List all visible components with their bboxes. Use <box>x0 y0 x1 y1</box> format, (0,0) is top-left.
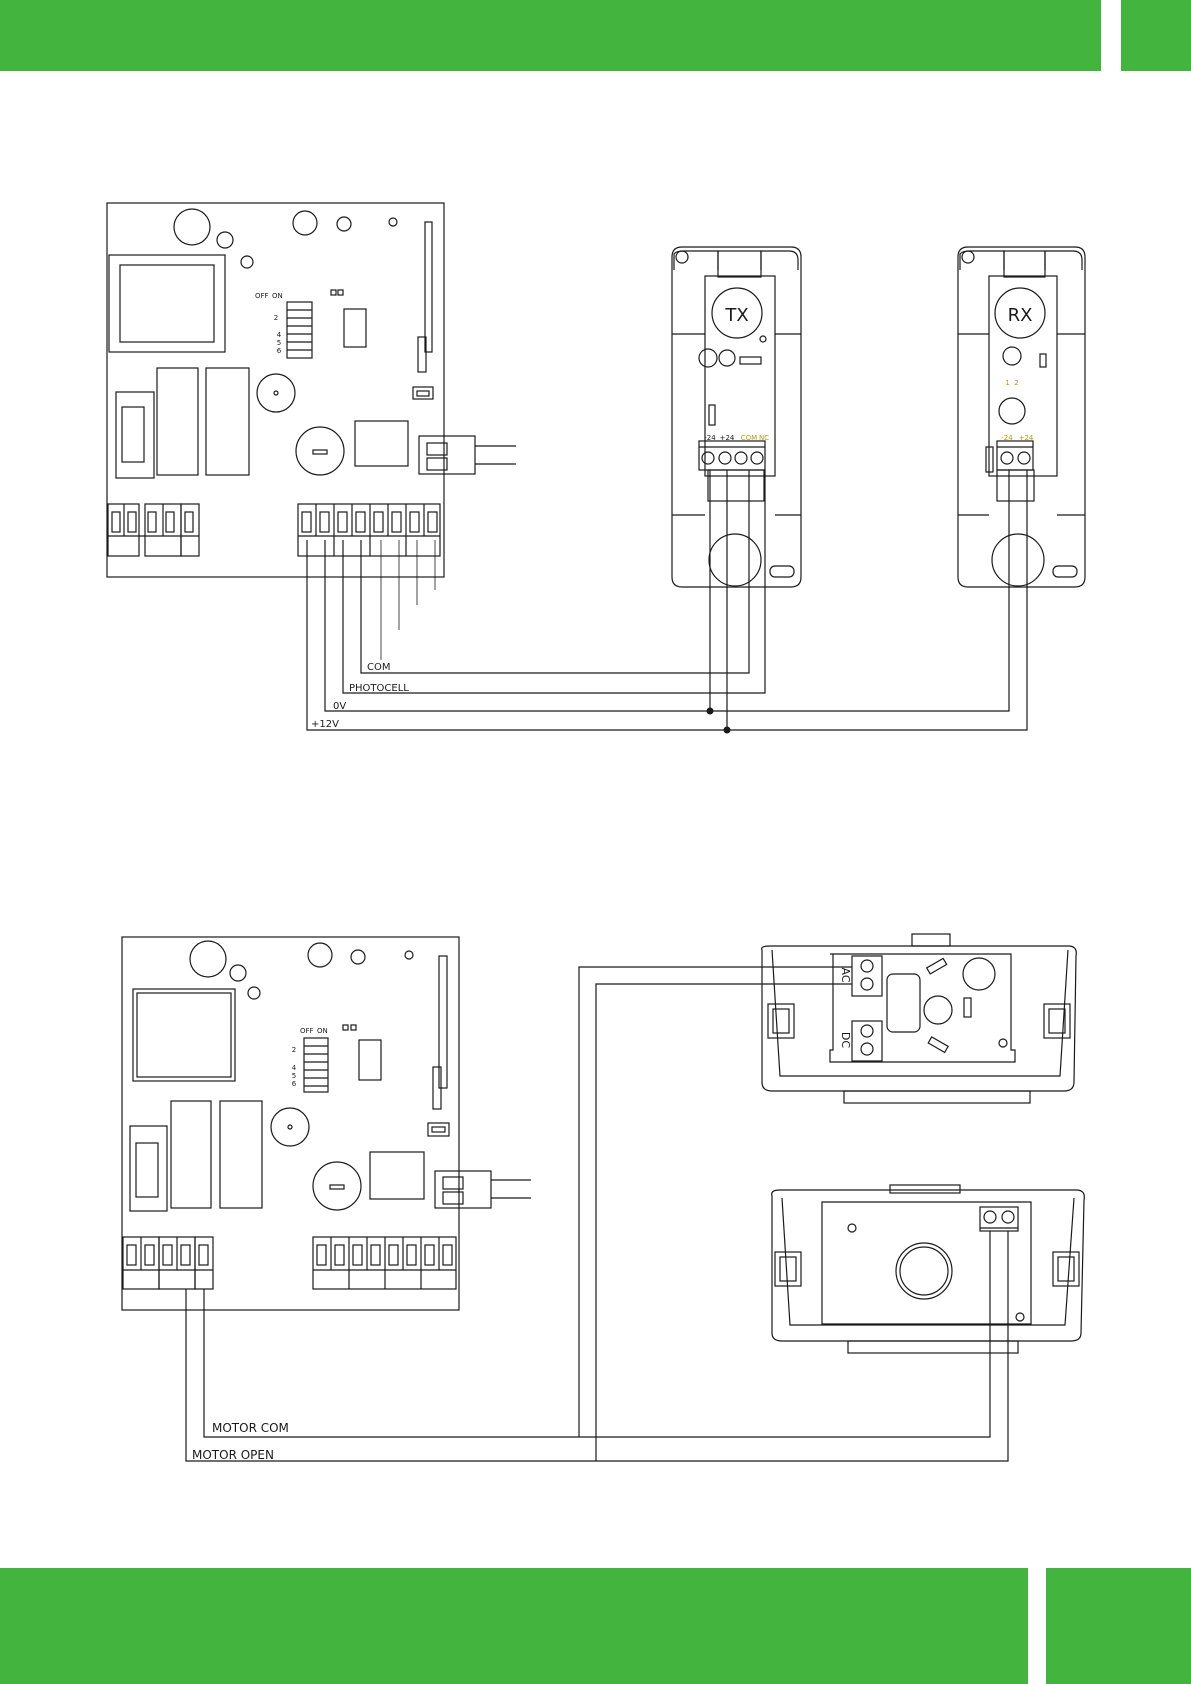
tx-terminal-label: COM <box>741 434 757 442</box>
rx-jumper-label: 1 2 <box>1005 379 1018 387</box>
junction-dot <box>707 708 714 715</box>
dip-on-label: ON <box>317 1027 328 1035</box>
motor-open-label: MOTOR OPEN <box>192 1448 274 1462</box>
dip-number: 2 <box>292 1046 296 1054</box>
motor-com-label: MOTOR COM <box>212 1421 289 1435</box>
dip-number: 4 <box>277 331 282 339</box>
dip-off-label: OFF <box>255 292 269 300</box>
tx-terminal-label: +24 <box>720 434 735 442</box>
dip-number: 5 <box>292 1072 296 1080</box>
tx-label: TX <box>724 305 748 326</box>
ac-label: AC <box>839 967 852 982</box>
dip-number: 6 <box>292 1080 297 1088</box>
lock-labels: AC DC <box>839 967 852 1048</box>
dip-off-label: OFF <box>300 1027 314 1035</box>
dip-number: 2 <box>274 314 278 322</box>
photocell-wiring <box>307 470 1027 730</box>
wire-motor-open <box>186 1231 1008 1461</box>
photocell-wire-labels: COM PHOTOCELL 0V +12V <box>311 662 409 730</box>
motor-wiring <box>186 967 1008 1461</box>
rx-label: RX <box>1008 305 1033 326</box>
wire-lock-ac-1 <box>579 967 852 1437</box>
wire-motor-com <box>204 1231 990 1437</box>
tx-terminal-label: NC <box>759 434 769 442</box>
dip-number: 4 <box>292 1064 297 1072</box>
tx-terminal-label: -24 <box>704 434 716 442</box>
rx-terminal-label: +24 <box>1019 434 1034 442</box>
wire-com <box>361 470 749 673</box>
dip-switch-labels-1: OFF ON 2 4 5 6 <box>255 292 283 355</box>
wire-plus12v <box>307 470 1027 730</box>
rx-labels: RX 1 2 -24 +24 <box>1001 305 1034 442</box>
rx-terminal-label: -24 <box>1001 434 1013 442</box>
dip-on-label: ON <box>272 292 283 300</box>
junction-dot <box>724 727 731 734</box>
tx-labels: TX -24 +24 COM NC <box>704 305 769 442</box>
control-board-1 <box>107 203 516 660</box>
motor-wire-labels: MOTOR COM MOTOR OPEN <box>192 1421 289 1462</box>
com-label: COM <box>367 662 390 673</box>
electric-lock-unit <box>762 934 1077 1103</box>
dip-number: 6 <box>277 347 282 355</box>
wire-0v <box>325 470 1009 711</box>
control-board-2 <box>122 937 531 1310</box>
dip-switch-labels-2: OFF ON 2 4 5 6 <box>292 1027 328 1088</box>
photocell-rx <box>958 247 1085 587</box>
motor-unit <box>772 1185 1085 1353</box>
dc-label: DC <box>839 1032 852 1048</box>
photocell-tx <box>672 247 801 587</box>
plus12v-label: +12V <box>311 719 339 730</box>
photocell-label: PHOTOCELL <box>349 683 409 694</box>
dip-number: 5 <box>277 339 281 347</box>
zero-v-label: 0V <box>333 701 346 712</box>
wire-lock-ac-2 <box>596 984 852 1461</box>
